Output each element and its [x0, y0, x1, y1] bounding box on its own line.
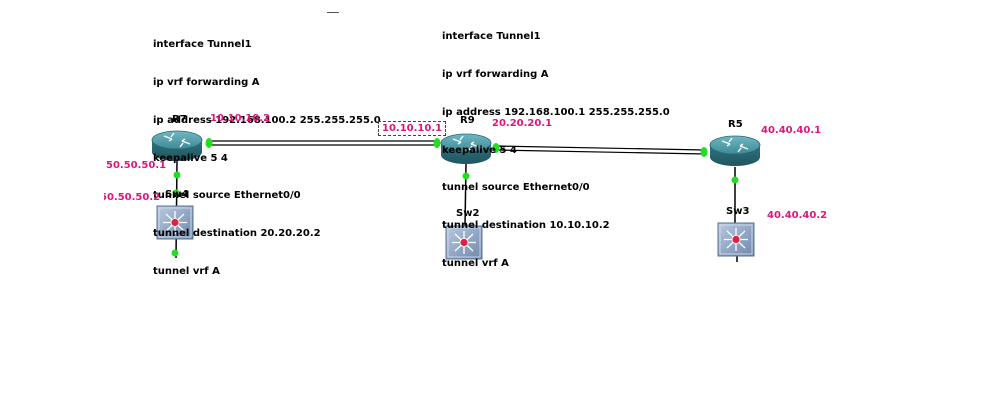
- port-dot: [700, 147, 708, 157]
- config-line: ip address 192.168.100.2 255.255.255.0: [153, 114, 381, 126]
- switch-sw4-icon[interactable]: [156, 205, 194, 240]
- config-line: ip address 192.168.100.1 255.255.255.0: [442, 106, 670, 118]
- port-dot: [462, 172, 470, 180]
- router-r7-icon[interactable]: [151, 130, 203, 161]
- device-label-sw3: Sw3: [726, 206, 750, 217]
- port-dot: [205, 138, 213, 148]
- link-r7-r9[interactable]: [208, 140, 437, 146]
- device-label-r7: R7: [172, 114, 187, 125]
- ip-label-r7-wan: 10.10.10.2: [210, 113, 271, 124]
- device-label-sw2: Sw2: [456, 208, 480, 219]
- ip-label-r9-left: 10.10.10.1: [378, 121, 447, 136]
- link-status-dots: [171, 138, 739, 257]
- config-line: tunnel source Ethernet0/0: [442, 182, 590, 194]
- config-line: ip vrf forwarding A: [153, 76, 260, 88]
- r9-tunnel-config: interface Tunnel1 ip vrf forwarding A ip…: [442, 6, 670, 283]
- title-dash: [327, 12, 339, 13]
- device-label-r9: R9: [460, 115, 475, 126]
- ip-label-sw3-lan: 40.40.40.2: [767, 210, 828, 221]
- ip-label-sw4-lan: 50.50.50.2: [100, 192, 161, 203]
- ip-label-r7-lan: 50.50.50.1: [106, 160, 167, 171]
- ip-label-r5-wan: 40.40.40.1: [761, 125, 822, 136]
- r7-tunnel-config: interface Tunnel1 ip vrf forwarding A ip…: [153, 14, 381, 291]
- config-line: interface Tunnel1: [442, 31, 541, 43]
- ip-label-r9-right: 20.20.20.1: [492, 118, 553, 129]
- port-dot: [492, 143, 500, 153]
- port-dot: [173, 171, 181, 179]
- config-line: keepalive 5 4: [153, 152, 228, 164]
- port-dot: [171, 249, 179, 257]
- config-line: tunnel source Ethernet0/0: [153, 190, 301, 202]
- switch-sw2-icon[interactable]: [445, 225, 483, 260]
- port-dot: [731, 176, 739, 184]
- config-line: tunnel vrf A: [153, 265, 220, 277]
- config-line: tunnel destination 10.10.10.2: [442, 220, 610, 232]
- switch-sw3-icon[interactable]: [717, 222, 755, 257]
- device-label-r5: R5: [728, 119, 743, 130]
- config-line: interface Tunnel1: [153, 39, 252, 51]
- device-label-sw4: Sw4: [165, 189, 189, 200]
- config-line: tunnel destination 20.20.20.2: [153, 228, 321, 240]
- link-r9-r5[interactable]: [495, 145, 706, 155]
- port-dot: [433, 138, 441, 148]
- router-r5-icon[interactable]: [709, 135, 761, 166]
- router-r9-icon[interactable]: [440, 133, 492, 164]
- config-line: keepalive 5 4: [442, 144, 517, 156]
- port-dot: [172, 189, 180, 197]
- config-line: ip vrf forwarding A: [442, 68, 549, 80]
- config-line: tunnel vrf A: [442, 257, 509, 269]
